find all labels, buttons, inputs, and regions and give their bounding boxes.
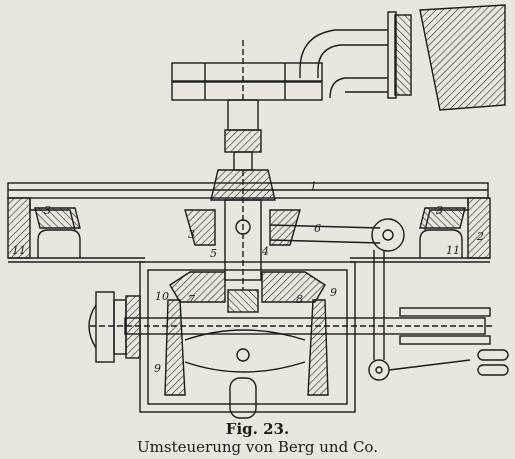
part-label-3b: 3 [436,204,443,217]
part-label-10: 10 [155,290,169,303]
part-label-9a: 9 [330,286,337,299]
horizontal-shaft [90,307,509,376]
mechanism-drawing: 1 2 3 3 3 4 5 6 7 8 9 9 10 11 11 [7,4,509,419]
part-label-8: 8 [296,293,303,306]
wall-bracket [387,4,506,111]
gearbox [139,261,356,413]
spindle [224,40,262,171]
supports [37,229,463,258]
part-label-2: 2 [476,230,484,243]
part-label-1: 1 [310,180,317,193]
figure-caption: Umsteuerung von Berg und Co. [137,438,378,456]
fork-lever [171,29,388,101]
bevel-ring [34,207,466,246]
part-label-6: 6 [314,222,321,235]
part-label-3c: 3 [188,228,195,241]
part-label-4: 4 [261,245,269,258]
part-labels: 1 2 3 3 3 4 5 6 7 8 9 9 10 11 11 [12,180,484,375]
part-label-7: 7 [188,293,195,306]
housing-lid [7,182,491,263]
drop-arm [368,359,471,381]
part-label-5: 5 [210,247,217,260]
left-pulley [88,291,141,363]
part-label-11a: 11 [12,244,26,257]
figure-number: Fig. 23. [225,420,290,438]
part-label-9b: 9 [154,362,161,375]
part-label-3a: 3 [44,204,51,217]
part-label-11b: 11 [446,244,460,257]
lower-pipe [229,377,257,419]
link-rod [269,218,405,360]
